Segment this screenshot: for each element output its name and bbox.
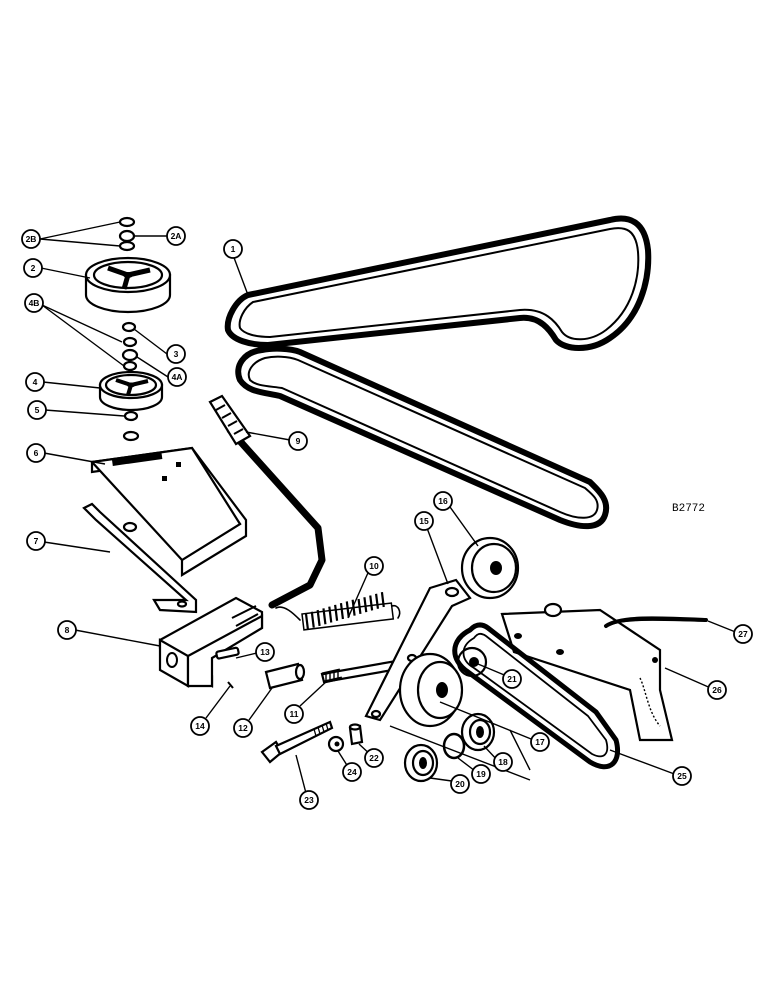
callout-6-label: 6 <box>34 448 39 458</box>
pin-13 <box>215 646 240 660</box>
mounting-plate <box>89 446 248 577</box>
callout-4b: 4B <box>24 293 44 313</box>
callout-19: 19 <box>471 764 491 784</box>
callout-11: 11 <box>284 704 304 724</box>
snap-ring-4b-top <box>122 336 138 348</box>
callout-10-label: 10 <box>369 561 379 571</box>
callout-9: 9 <box>288 431 308 451</box>
callout-11-label: 11 <box>290 709 299 719</box>
callout-16-label: 16 <box>438 496 448 506</box>
callout-2: 2 <box>23 258 43 278</box>
callout-3: 3 <box>166 344 186 364</box>
callout-22: 22 <box>364 748 384 768</box>
bolt-23 <box>260 720 334 764</box>
callout-23: 23 <box>299 790 319 810</box>
callout-18-label: 18 <box>498 757 508 767</box>
washer-plate <box>543 602 563 618</box>
callout-24: 24 <box>342 762 362 782</box>
callout-25: 25 <box>672 766 692 786</box>
callout-26: 26 <box>707 680 727 700</box>
spacer-22 <box>348 723 364 746</box>
drive-belt <box>224 215 652 530</box>
callout-2-label: 2 <box>31 263 36 273</box>
callout-3-label: 3 <box>174 349 179 359</box>
idler-arm <box>364 578 472 722</box>
callout-12-label: 12 <box>238 723 248 733</box>
snap-ring-2b-bottom <box>118 240 136 252</box>
callout-4a: 4A <box>167 367 187 387</box>
callout-4-label: 4 <box>33 377 38 387</box>
pulley-16 <box>460 536 520 600</box>
cotter-pin-14 <box>227 681 234 689</box>
callout-8: 8 <box>57 620 77 640</box>
clevis-12 <box>264 662 306 690</box>
callout-23-label: 23 <box>304 795 314 805</box>
lower-pulley-stack <box>98 336 164 442</box>
callout-14: 14 <box>190 716 210 736</box>
callout-20: 20 <box>450 774 470 794</box>
washer-24 <box>327 735 345 753</box>
callout-27-label: 27 <box>738 629 748 639</box>
callout-19-label: 19 <box>476 769 486 779</box>
snap-ring-4b-bottom <box>122 360 138 372</box>
spacer-3 <box>121 321 137 333</box>
idler-pulley-17 <box>398 646 488 728</box>
callout-15-label: 15 <box>419 516 429 526</box>
bearing-20 <box>403 743 439 783</box>
callout-14-label: 14 <box>195 721 205 731</box>
callout-13-label: 13 <box>260 647 270 657</box>
callout-7: 7 <box>26 531 46 551</box>
callout-22-label: 22 <box>369 753 379 763</box>
bearing-2a <box>118 229 136 243</box>
callout-20-label: 20 <box>455 779 465 789</box>
snap-ring-2b-top <box>118 216 136 228</box>
callout-17: 17 <box>530 732 550 752</box>
tension-spring <box>275 591 401 631</box>
callout-6: 6 <box>26 443 46 463</box>
belt-guide-plate <box>500 602 674 742</box>
callout-27: 27 <box>733 624 753 644</box>
callout-9-label: 9 <box>296 436 301 446</box>
callout-26-label: 26 <box>712 685 722 695</box>
bearing-4a <box>121 348 139 362</box>
callout-13: 13 <box>255 642 275 662</box>
washer-under-5 <box>122 430 140 442</box>
pulley-2 <box>84 256 172 314</box>
callout-5: 5 <box>27 400 47 420</box>
guide-rod-27 <box>604 616 708 628</box>
callout-15: 15 <box>414 511 434 531</box>
support-bracket <box>82 502 198 614</box>
callout-16: 16 <box>433 491 453 511</box>
callout-7-label: 7 <box>34 536 39 546</box>
snap-ring-19 <box>442 732 466 760</box>
callout-2b-label: 2B <box>26 234 37 244</box>
callout-2a: 2A <box>166 226 186 246</box>
figure-code: B2772 <box>672 503 705 515</box>
lever-bracket <box>158 596 264 689</box>
handle-lever <box>208 394 326 609</box>
lower-belt <box>452 622 620 770</box>
callout-12: 12 <box>233 718 253 738</box>
callout-21: 21 <box>502 669 522 689</box>
callout-21-label: 21 <box>507 674 517 684</box>
callout-1: 1 <box>223 239 243 259</box>
callout-4b-label: 4B <box>29 298 40 308</box>
callout-2b: 2B <box>21 229 41 249</box>
bearing-18 <box>460 712 496 752</box>
upper-pulley-stack <box>84 216 172 333</box>
callout-10: 10 <box>364 556 384 576</box>
callout-18: 18 <box>493 752 513 772</box>
pulley-4 <box>98 370 164 412</box>
callout-25-label: 25 <box>677 771 687 781</box>
callout-17-label: 17 <box>535 737 545 747</box>
callout-4: 4 <box>25 372 45 392</box>
callout-5-label: 5 <box>35 405 40 415</box>
callout-1-label: 1 <box>231 244 236 254</box>
callout-8-label: 8 <box>65 625 70 635</box>
callout-24-label: 24 <box>347 767 357 777</box>
callout-2a-label: 2A <box>171 231 182 241</box>
callout-4a-label: 4A <box>172 372 183 382</box>
spacer-5 <box>123 410 139 422</box>
